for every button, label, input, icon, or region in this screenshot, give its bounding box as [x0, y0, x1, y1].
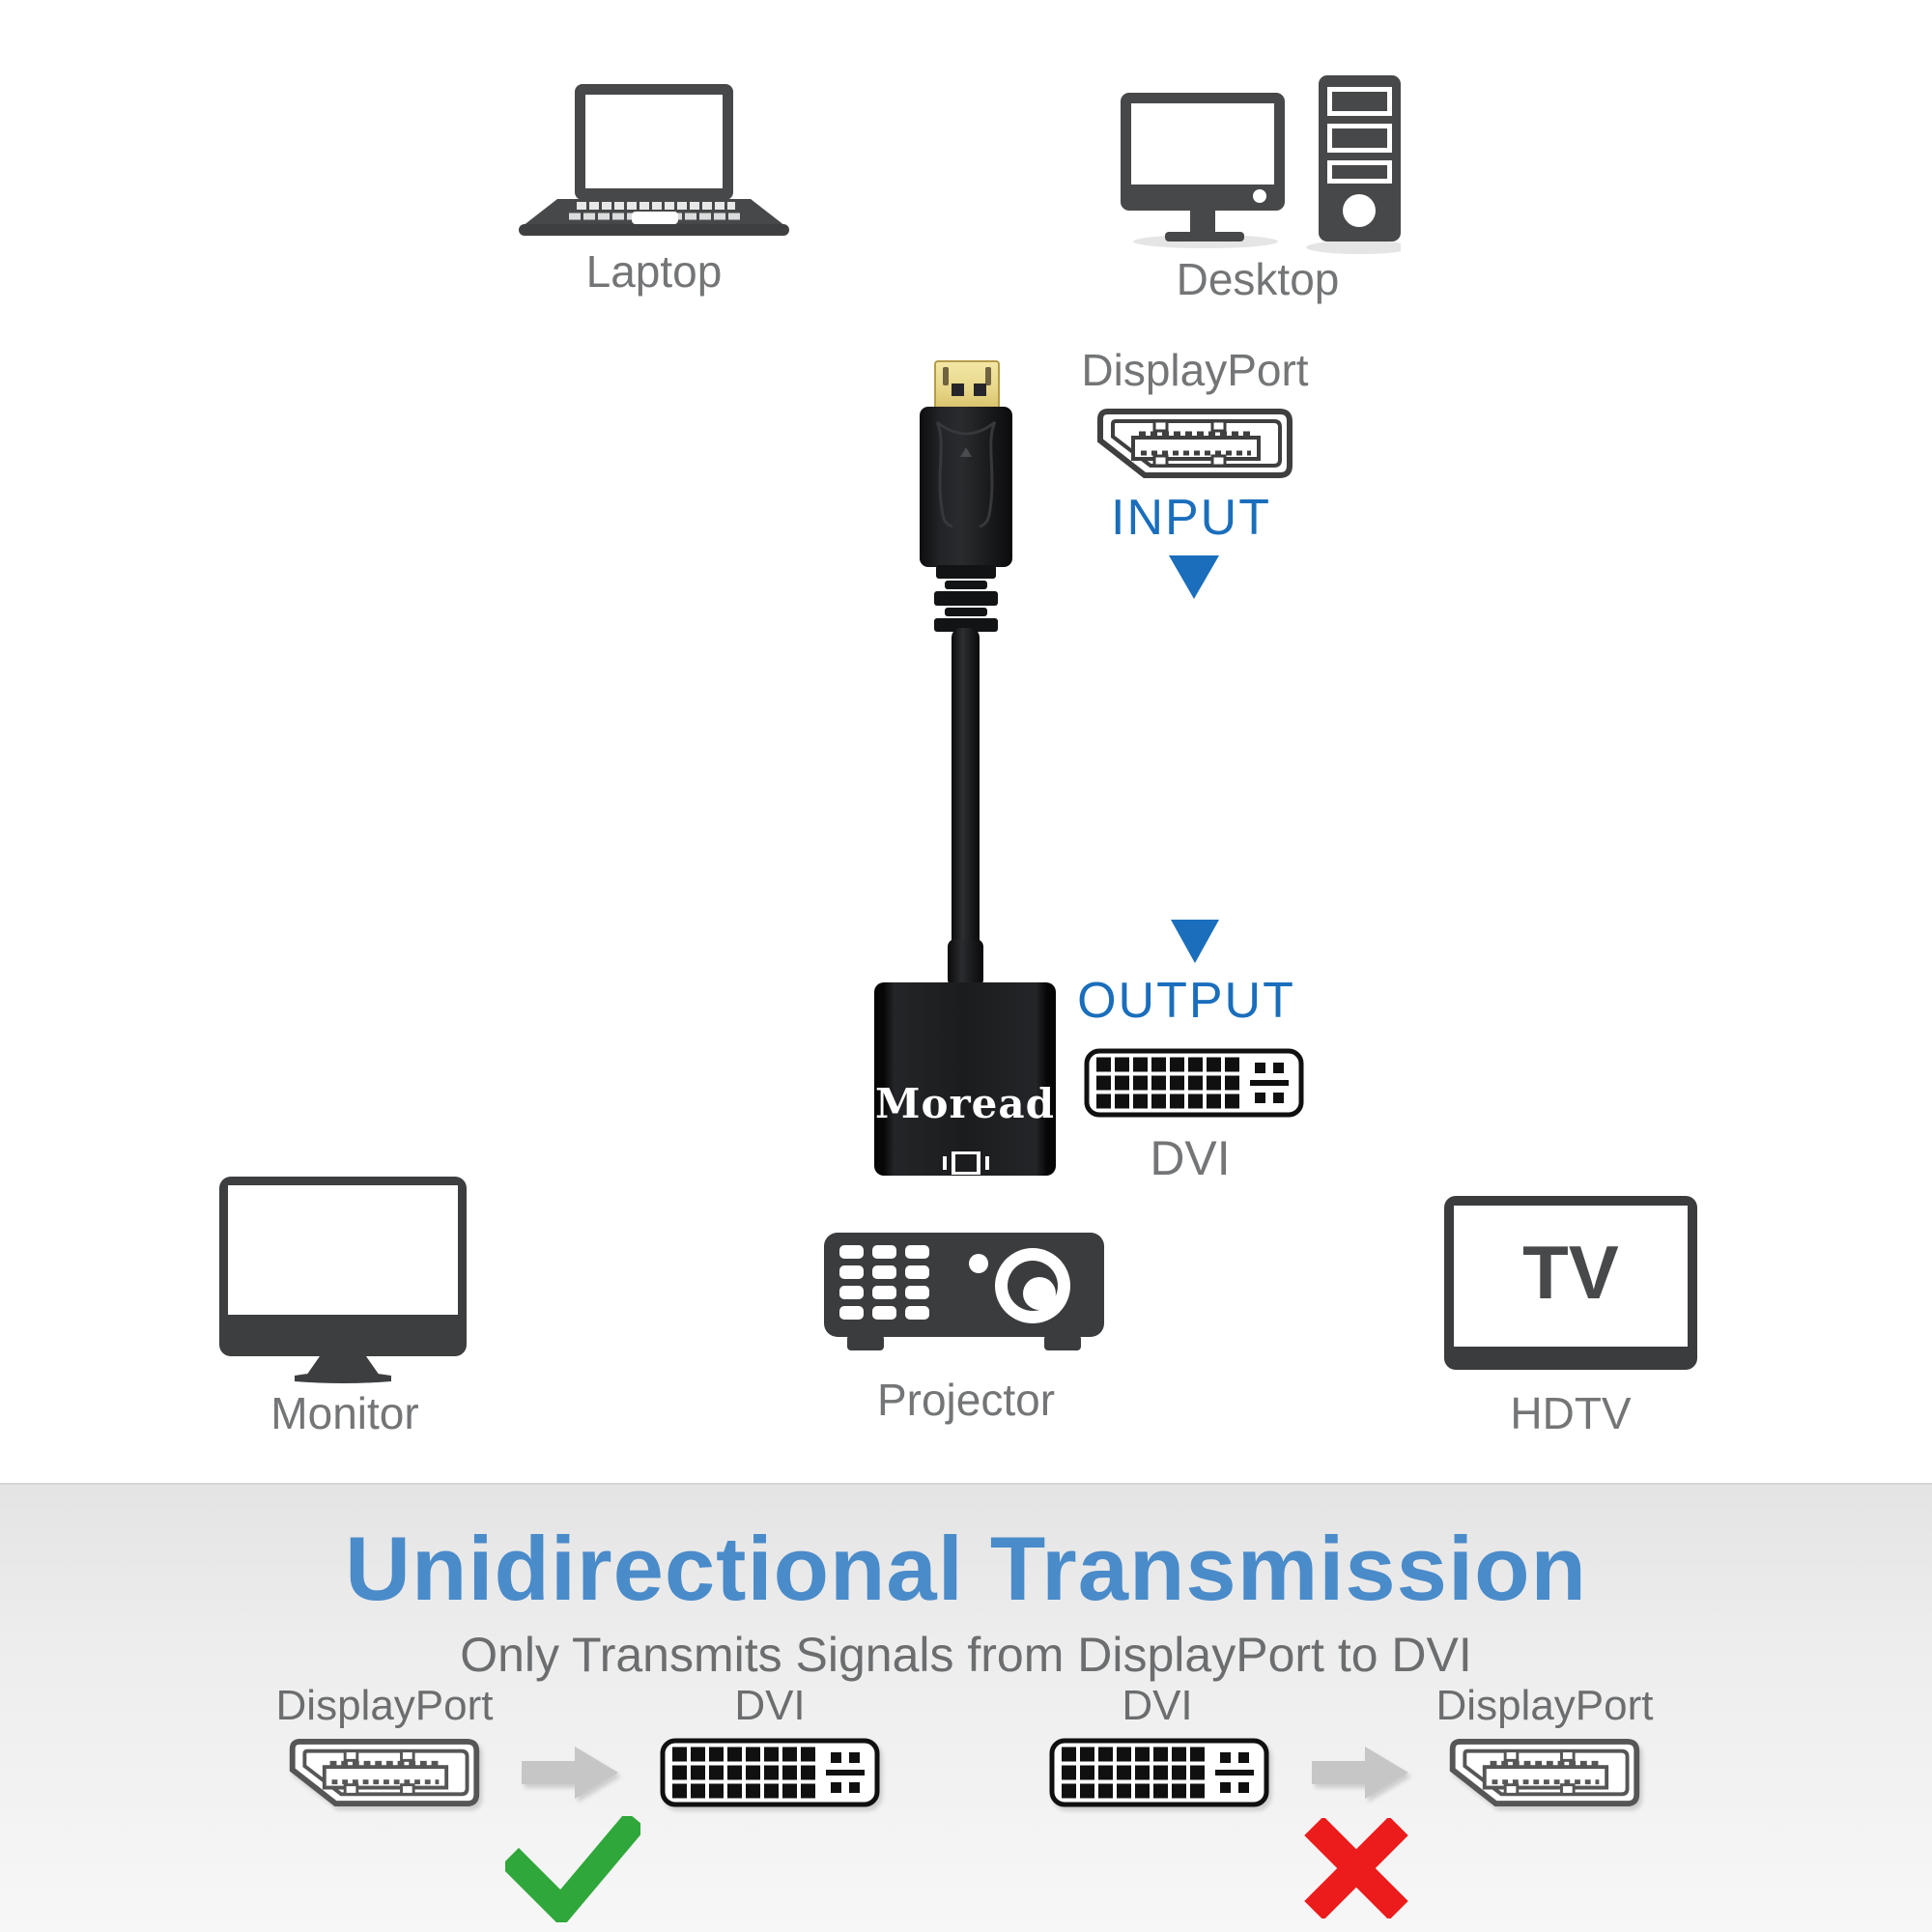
displayport-port-icon-small-2 — [1449, 1739, 1640, 1806]
banner-subtitle: Only Transmits Signals from DisplayPort … — [460, 1628, 1472, 1682]
dvi-output-label: DVI — [1150, 1131, 1231, 1185]
adapter-cable — [952, 628, 980, 966]
arrow-right-icon-allowed — [522, 1747, 618, 1799]
laptop-icon — [519, 84, 789, 236]
projector-label: Projector — [876, 1375, 1056, 1425]
hdtv-screen-text: TV — [1522, 1230, 1619, 1315]
monitor-icon — [219, 1177, 467, 1383]
display-glyph-icon — [943, 1151, 989, 1175]
desktop-label: Desktop — [1176, 254, 1340, 304]
hdtv-icon — [1444, 1196, 1697, 1370]
blocked-source-label: DVI — [1122, 1682, 1193, 1729]
gold-slot-right — [985, 367, 991, 385]
allowed-target-label: DVI — [734, 1682, 806, 1729]
banner-section — [0, 1483, 1932, 1932]
blocked-target-label: DisplayPort — [1435, 1682, 1654, 1729]
output-arrow-down-icon — [1171, 920, 1219, 963]
displayport-input-label: DisplayPort — [1081, 345, 1309, 395]
gold-pin-left — [952, 384, 964, 396]
displayport-port-icon — [1097, 409, 1293, 478]
gold-slot-left — [943, 367, 949, 385]
banner-title: Unidirectional Transmission — [345, 1518, 1587, 1619]
input-label: INPUT — [1111, 490, 1271, 546]
dvi-port-icon — [1084, 1048, 1304, 1118]
laptop-label: Laptop — [585, 246, 723, 297]
dp-male-connector-gold-tip — [934, 360, 1000, 409]
dp-connector-strain-relief — [920, 565, 1012, 632]
hdtv-label: HDTV — [1510, 1388, 1632, 1438]
checkmark-icon — [505, 1816, 640, 1922]
dvi-adapter-body — [874, 982, 1056, 1176]
displayport-port-icon-small — [289, 1739, 480, 1806]
dvi-port-icon-small-blocked — [1049, 1738, 1269, 1807]
input-arrow-down-icon — [1169, 555, 1219, 599]
allowed-source-label: DisplayPort — [275, 1682, 494, 1729]
adapter-brand-text: Moread — [875, 1080, 1055, 1127]
arrow-right-icon-blocked — [1312, 1747, 1408, 1799]
dp-connector-ornament — [935, 420, 997, 528]
adapter-cable-boot — [948, 939, 983, 987]
cross-icon — [1304, 1818, 1408, 1918]
dvi-port-icon-small-allowed — [660, 1738, 880, 1807]
monitor-label: Monitor — [270, 1388, 419, 1438]
gold-pin-right — [974, 384, 986, 396]
output-label: OUTPUT — [1077, 973, 1295, 1029]
projector-icon — [824, 1233, 1104, 1350]
desktop-icon — [1121, 75, 1401, 254]
